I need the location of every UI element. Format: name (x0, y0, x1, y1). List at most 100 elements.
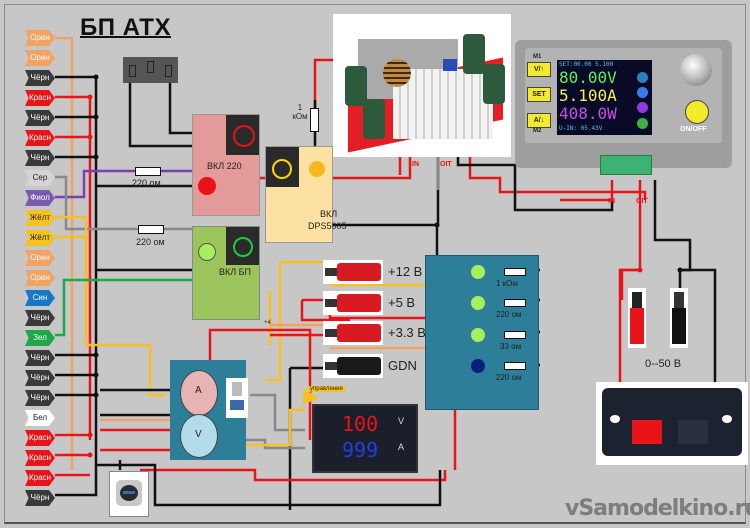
usb-socket (109, 471, 149, 517)
power-button-green-icon (226, 227, 259, 265)
atx-connector-pin: Жёлт (25, 210, 55, 226)
converter-in-label: IN (412, 161, 419, 168)
watermark: vSamodelkino.ru (565, 496, 750, 521)
red-terminal-button[interactable] (632, 420, 662, 444)
led-12v-icon (471, 265, 485, 279)
resistor-purple (135, 167, 161, 176)
dps-voltage: 80.00V (559, 68, 617, 87)
volt-amp-meter: 100 V 999 A (312, 404, 418, 473)
output-label: +5 В (388, 295, 416, 310)
resistor-grey (138, 225, 164, 234)
wire-ac-plug (128, 78, 200, 148)
atx-connector-pin: Зел (25, 330, 55, 346)
led-gnd-icon (471, 359, 485, 373)
voltmeter-reading: 100 (342, 412, 379, 436)
atx-connector-pin: Чёрн (25, 390, 55, 406)
resistor-1k-top-label: 1 кОм (292, 103, 308, 121)
binding-post (323, 291, 383, 315)
led-green-icon (198, 243, 216, 261)
boost-converter-module (333, 14, 511, 157)
red-output-post (628, 288, 646, 348)
output-label: GDN (388, 358, 417, 373)
ammeter-reading: 999 (342, 438, 379, 462)
power-button-red-icon (226, 115, 259, 155)
switch-dps-label-1: ВКЛ (320, 209, 338, 219)
atx-connector-pin: Красн (25, 130, 55, 146)
resistor-grey-label: 220 ом (136, 237, 165, 247)
switch-bp-panel: ВКЛ БП (192, 226, 260, 320)
dps-a-button[interactable]: A/↓ (527, 113, 551, 128)
atx-connector-pin: Оран (25, 270, 55, 286)
atx-connector-pin: Чёрн (25, 370, 55, 386)
dps-set-button[interactable]: SET (527, 87, 551, 102)
atx-connector-pin: Красн (25, 90, 55, 106)
atx-connector-pin: Оран (25, 250, 55, 266)
resistor-5v-label: 220 ом (496, 310, 522, 319)
voltmeter-switch: V (180, 414, 218, 458)
wire-orange-bus (55, 36, 74, 470)
dps-v-button[interactable]: V/↑ (527, 62, 551, 77)
converter-out-label: OIT (440, 161, 452, 168)
dps-uin: U-IN: 05.43V (559, 125, 603, 132)
binding-post (323, 260, 383, 284)
gnd-binding-post (323, 354, 383, 378)
atx-connector-pin: Фиол (25, 190, 55, 206)
atx-connector-pin: Син (25, 290, 55, 306)
dps-set-line: SET:00.00 5.100 (559, 61, 614, 68)
wire-yellow (55, 215, 165, 397)
wire-5v (300, 298, 350, 322)
dps-power-icon (637, 118, 648, 129)
atx-connector-pin: Бел (25, 410, 55, 426)
rotary-switch (226, 378, 248, 418)
dps-cv-icon (637, 102, 648, 113)
output-label: +3.3 В (388, 325, 426, 340)
ac-plug (123, 57, 178, 83)
resistor-gnd-label: 220 ом (496, 373, 522, 382)
volt-note: управление (308, 386, 345, 392)
black-output-post (670, 288, 688, 348)
led-red-icon (198, 177, 216, 195)
atx-connector-pin: Оран (25, 30, 55, 46)
wire-black-bus (55, 75, 98, 497)
resistor-purple-label: 220 ом (132, 178, 161, 188)
atx-connector-pin: Чёрн (25, 350, 55, 366)
resistor-1k-top (310, 108, 319, 132)
switch-bp-label: ВКЛ БП (219, 267, 252, 277)
dps-out-label: OIT (636, 198, 648, 205)
atx-connector-pin: Чёрн (25, 70, 55, 86)
led-yellow-icon (309, 161, 325, 177)
indicator-led-panel: 1 кОм 220 ом 33 ом 220 ом (425, 255, 539, 410)
led-33v-icon (471, 328, 485, 342)
switch-220-label: ВКЛ 220 (207, 161, 242, 171)
dps-onoff-button[interactable] (685, 100, 709, 124)
range-label: 0--50 В (645, 358, 682, 370)
dps-power: 408.0W (559, 104, 617, 123)
dps-onoff-label: ON/OFF (680, 126, 707, 133)
switch-220-panel: ВКЛ 220 (192, 114, 260, 216)
dps-status-icon (637, 72, 648, 83)
dps-screen: SET:00.00 5.100 80.00V 5.100A 408.0W U-I… (557, 60, 652, 135)
wire-purple (55, 169, 197, 199)
dps5005-module: M1 V/↑ SET A/↓ M2 SET:00.00 5.100 80.00V… (515, 40, 732, 175)
ammeter-switch: A (180, 370, 218, 416)
plus4-label: +4 (264, 320, 271, 326)
atx-connector-pin: Красн (25, 430, 55, 446)
atx-connector-pin: Чёрн (25, 490, 55, 506)
wire-12v (265, 260, 325, 382)
dps-m2-label: M2 (533, 128, 542, 134)
page-title: БП АТХ (80, 14, 171, 41)
atx-connector-pin: Жёлт (25, 230, 55, 246)
output-label: +12 В (388, 264, 423, 279)
dps-m1-label: M1 (533, 54, 542, 60)
atx-connector-pin: Оран (25, 50, 55, 66)
led-5v-icon (471, 296, 485, 310)
binding-post (323, 321, 383, 345)
wire-green (55, 278, 200, 337)
dps-knob[interactable] (680, 54, 712, 86)
meter-switch-panel: A V (170, 360, 246, 460)
atx-connector-pin: Красн (25, 450, 55, 466)
switch-dps-label-2: DPS5005 (308, 221, 347, 231)
black-terminal-button[interactable] (678, 420, 708, 444)
switch-dps-panel: ВКЛ DPS5005 (265, 146, 347, 243)
